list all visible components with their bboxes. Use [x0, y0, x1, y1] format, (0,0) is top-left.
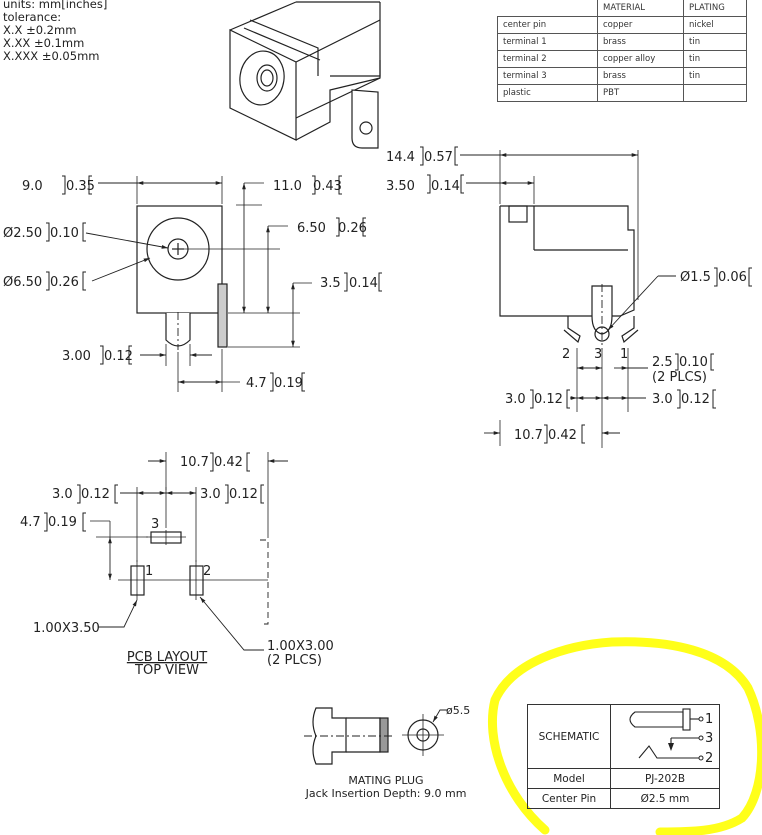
length-in: 0.57 [424, 150, 453, 165]
pcb-brackets [44, 452, 264, 532]
front-view-brackets [46, 175, 382, 392]
right-in: 0.12 [681, 392, 710, 407]
plug-dia: ø5.5 [446, 704, 470, 717]
offset-in: 0.19 [274, 376, 303, 391]
pin1-label: 1 [620, 347, 628, 362]
outer-dia-in: 0.26 [50, 275, 79, 290]
pin-dia-in: 0.10 [50, 226, 79, 241]
pitch-plcs: (2 PLCS) [652, 370, 707, 385]
jack-schematic-symbol: 1 3 2 [629, 708, 713, 766]
units-label: units: mm[inches] [3, 0, 108, 11]
model-row: Model PJ-202B [527, 768, 720, 789]
table-row: terminal 2 copper alloy tin [497, 50, 747, 68]
material-table-header: MATERIAL PLATING [497, 0, 747, 17]
pcb-layout-labels: 10.7 0.42 3.0 0.12 3.0 0.12 4.7 0.19 3 1… [20, 455, 334, 678]
isometric-view [229, 1, 381, 149]
plug-subtitle: Jack Insertion Depth: 9.0 mm [305, 787, 467, 800]
units-note: units: mm[inches] tolerance: X.X ±0.2mm … [3, 0, 107, 63]
pin-dia-mm: Ø2.50 [3, 226, 42, 241]
mating-plug [304, 707, 448, 765]
pcb-layout [90, 452, 288, 651]
pad2-label: 2 [203, 564, 211, 579]
pad3-label: 3 [151, 517, 159, 532]
slot1-label: 1.00X3.50 [33, 621, 100, 636]
front-notch [508, 205, 528, 223]
highlight-circle [487, 637, 762, 835]
center-pin-value: Ø2.5 mm [610, 788, 720, 809]
left-in: 0.12 [534, 392, 563, 407]
pitch-in: 0.10 [679, 355, 708, 370]
base-h-in: 0.14 [349, 276, 378, 291]
spec-table: SCHEMATIC 1 3 2 Model PJ-202B Center P [527, 704, 720, 809]
pin-w-mm: 3.00 [62, 349, 91, 364]
pad1-label: 1 [145, 564, 153, 579]
pcb-span-mm: 10.7 [180, 455, 209, 470]
part-cell: plastic [497, 84, 598, 102]
tolerance-3: X.XXX ±0.05mm [3, 49, 100, 63]
side-view [460, 150, 676, 448]
slot-pad-1 [130, 565, 145, 596]
slot2-label: 1.00X3.00 [267, 639, 334, 654]
right-mm: 3.0 [652, 392, 673, 407]
schematic-pin3: 3 [705, 731, 713, 746]
plating-cell [683, 84, 747, 102]
material-table: MATERIAL PLATING center pin copper nicke… [497, 0, 747, 102]
offset-mm: 4.7 [246, 376, 267, 391]
pcb-span-in: 0.42 [214, 455, 243, 470]
pin-w-in: 0.12 [104, 349, 133, 364]
schematic-pin2: 2 [705, 751, 713, 766]
pcb-left-mm: 3.0 [52, 487, 73, 502]
center-h-mm: 6.50 [297, 221, 326, 236]
width-mm: 9.0 [22, 179, 43, 194]
tolerance-2: X.XX ±0.1mm [3, 36, 85, 50]
left-mm: 3.0 [505, 392, 526, 407]
model-label: Model [527, 768, 611, 789]
pcb-right-mm: 3.0 [200, 487, 221, 502]
front-view [85, 176, 312, 392]
plug-title: MATING PLUG [348, 774, 423, 787]
pcb-title: PCB LAYOUT [127, 650, 207, 665]
tolerance-label: tolerance: [3, 10, 62, 24]
pcb-vert-in: 0.19 [48, 515, 77, 530]
schematic-label: SCHEMATIC [527, 704, 611, 769]
pin3-label: 3 [594, 347, 602, 362]
center-pin-row: Center Pin Ø2.5 mm [527, 788, 720, 809]
model-value: PJ-202B [610, 768, 720, 789]
front-view-labels: 9.0 0.35 11.0 0.43 Ø2.50 0.10 6.50 0.26 … [3, 179, 378, 391]
span-mm: 10.7 [514, 428, 543, 443]
width-in: 0.35 [66, 179, 95, 194]
slot-pad-2 [189, 565, 204, 596]
pcb-right-in: 0.12 [229, 487, 258, 502]
pcb-vert-mm: 4.7 [20, 515, 41, 530]
pin2-label: 2 [562, 347, 570, 362]
hole-in: 0.06 [718, 270, 747, 285]
mating-plug-labels: ø5.5 MATING PLUG Jack Insertion Depth: 9… [305, 704, 471, 800]
hole-mm: Ø1.5 [680, 270, 711, 285]
height-in: 0.43 [313, 179, 342, 194]
center-h-in: 0.26 [338, 221, 367, 236]
pcb-left-in: 0.12 [81, 487, 110, 502]
side-view-labels: 14.4 0.57 3.50 0.14 Ø1.5 0.06 2 3 1 2.5 … [386, 150, 747, 443]
front-mm: 3.50 [386, 179, 415, 194]
pcb-subtitle: TOP VIEW [134, 663, 199, 678]
outer-dia-mm: Ø6.50 [3, 275, 42, 290]
height-mm: 11.0 [273, 179, 302, 194]
pitch-mm: 2.5 [652, 355, 673, 370]
schematic-cell: 1 3 2 [610, 704, 720, 769]
material-cell: PBT [597, 84, 684, 102]
front-in: 0.14 [431, 179, 460, 194]
base-h-mm: 3.5 [320, 276, 341, 291]
table-row: plastic PBT [497, 84, 747, 102]
tolerance-1: X.X ±0.2mm [3, 23, 77, 37]
housing-outline [136, 205, 223, 314]
slot2-note: (2 PLCS) [267, 653, 322, 668]
side-terminal [217, 283, 228, 348]
center-pin-label: Center Pin [527, 788, 611, 809]
span-in: 0.42 [548, 428, 577, 443]
schematic-pin1: 1 [705, 712, 713, 727]
side-view-brackets [420, 146, 752, 444]
schematic-row: SCHEMATIC 1 3 2 [527, 704, 720, 769]
length-mm: 14.4 [386, 150, 415, 165]
